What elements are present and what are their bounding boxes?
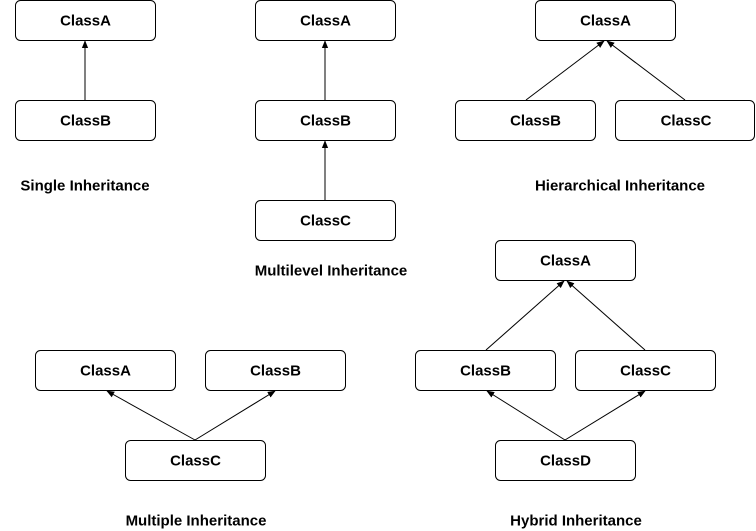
multilevel-class-a-label: ClassA: [300, 13, 351, 30]
hybrid-class-c-label: ClassC: [620, 363, 671, 380]
hybrid-class-c-node: ClassC: [575, 350, 716, 391]
multiple-inheritance-title: Multiple Inheritance: [126, 513, 267, 530]
hybrid-edge-d-to-c: [564, 390, 646, 441]
multiple-class-a-node: ClassA: [35, 350, 176, 391]
single-inheritance-group: ClassA ClassB Single Inheritance: [15, 0, 156, 195]
hybrid-inheritance-title: Hybrid Inheritance: [510, 513, 642, 530]
hybrid-class-d-label: ClassD: [540, 453, 591, 470]
hybrid-edge-c-to-a: [566, 280, 646, 351]
multiple-inheritance-group: ClassA ClassB ClassC Multiple Inheritanc…: [35, 350, 346, 530]
hybrid-class-a-label: ClassA: [540, 253, 591, 270]
multiple-edge-c-to-a: [106, 390, 196, 441]
hybrid-class-d-node: ClassD: [495, 440, 636, 481]
multiple-edge-c-to-b: [194, 390, 276, 441]
single-class-b-label: ClassB: [60, 113, 111, 130]
hybrid-class-a-node: ClassA: [495, 240, 636, 281]
hierarchical-class-c-label: ClassC: [661, 113, 712, 130]
multilevel-inheritance-group: ClassA ClassB ClassC Multilevel Inherita…: [255, 0, 408, 280]
single-class-b-node: ClassB: [15, 100, 156, 141]
hierarchical-class-b-node: ClassB: [455, 100, 596, 141]
single-class-a-label: ClassA: [60, 13, 111, 30]
hierarchical-edge-c-to-a: [606, 40, 686, 101]
hybrid-edge-d-to-b: [486, 390, 566, 441]
hierarchical-class-a-node: ClassA: [535, 0, 676, 41]
multiple-class-c-node: ClassC: [125, 440, 266, 481]
hierarchical-inheritance-title: Hierarchical Inheritance: [535, 178, 705, 195]
hierarchical-edge-b-to-a: [525, 40, 605, 101]
hybrid-edge-b-to-a: [485, 280, 565, 351]
multiple-class-c-label: ClassC: [170, 453, 221, 470]
hybrid-inheritance-group: ClassA ClassB ClassC ClassD Hybrid Inher…: [415, 240, 716, 530]
hierarchical-class-c-node: ClassC: [615, 100, 755, 141]
hierarchical-class-a-label: ClassA: [580, 13, 631, 30]
hierarchical-inheritance-group: ClassA ClassB ClassC Hierarchical Inheri…: [455, 0, 755, 195]
hybrid-class-b-label: ClassB: [460, 363, 511, 380]
multiple-class-b-node: ClassB: [205, 350, 346, 391]
multilevel-class-c-label: ClassC: [300, 213, 351, 230]
single-inheritance-title: Single Inheritance: [20, 178, 149, 195]
multilevel-class-b-label: ClassB: [300, 113, 351, 130]
hierarchical-class-b-label: ClassB: [510, 113, 561, 130]
multilevel-class-c-node: ClassC: [255, 200, 396, 241]
single-class-a-node: ClassA: [15, 0, 156, 41]
multilevel-class-a-node: ClassA: [255, 0, 396, 41]
multiple-class-b-label: ClassB: [250, 363, 301, 380]
multiple-class-a-label: ClassA: [80, 363, 131, 380]
multilevel-inheritance-title: Multilevel Inheritance: [255, 263, 408, 280]
multilevel-class-b-node: ClassB: [255, 100, 396, 141]
hybrid-class-b-node: ClassB: [415, 350, 556, 391]
